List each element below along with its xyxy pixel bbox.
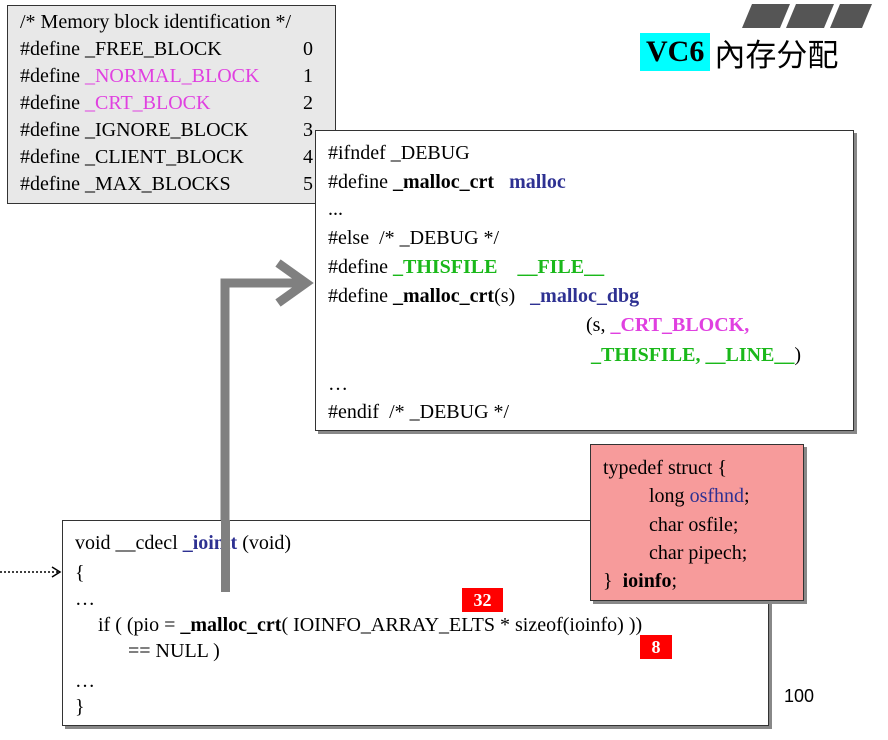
title-stripes-icon [742, 4, 872, 28]
badge-array-elts: 32 [462, 588, 503, 612]
title-cjk: 內存分配 [714, 37, 839, 74]
code-line: ... [328, 198, 343, 220]
code-line: == NULL ) [128, 640, 220, 662]
code-line: #define _THISFILE __FILE__ [328, 256, 605, 278]
code-line: … [328, 373, 348, 395]
define-row: #define _CLIENT_BLOCK [20, 146, 244, 168]
define-row: #define _MAX_BLOCKS [20, 173, 231, 195]
comment: /* Memory block identification */ [20, 11, 292, 33]
dotted-arrow-icon [0, 566, 62, 578]
define-row: #define _IGNORE_BLOCK [20, 119, 249, 141]
define-row: #define _CRT_BLOCK [20, 92, 211, 114]
code-line: } ioinfo; [603, 570, 678, 592]
code-line: #ifndef _DEBUG [328, 142, 470, 164]
define-row: #define _NORMAL_BLOCK [20, 65, 260, 87]
debug-macro-box: #ifndef _DEBUG #define _malloc_crt mallo… [315, 130, 854, 431]
code-line: void __cdecl _ioinit (void) [75, 532, 292, 554]
ioinfo-struct-box: typedef struct { long osfhnd; char osfil… [590, 444, 804, 601]
code-line: char osfile; [649, 514, 739, 536]
slide-title: VC6 內存分配 [640, 33, 838, 74]
define-value: 0 [303, 38, 313, 60]
code-line: { [75, 562, 85, 584]
define-value: 1 [303, 65, 313, 87]
code-line: (s, _CRT_BLOCK, [586, 314, 750, 336]
define-value: 4 [303, 146, 313, 168]
title-vc6: VC6 [640, 33, 711, 71]
gray-arrow-icon [220, 259, 314, 590]
define-value: 2 [303, 92, 313, 114]
code-line: #define _malloc_crt malloc [328, 171, 566, 193]
code-line: } [75, 696, 85, 718]
code-line: … [75, 588, 95, 610]
define-value: 5 [303, 173, 313, 195]
code-line: long osfhnd; [649, 485, 750, 507]
arrow-stem [221, 520, 230, 592]
page-number: 100 [784, 686, 815, 706]
define-row: #define _FREE_BLOCK [20, 38, 222, 60]
code-line: char pipech; [649, 542, 748, 564]
code-line: if ( (pio = _malloc_crt( IOINFO_ARRAY_EL… [98, 614, 643, 636]
badge-sizeof: 8 [640, 635, 672, 659]
code-line: #else /* _DEBUG */ [328, 227, 500, 249]
code-line: _THISFILE, __LINE__) [591, 344, 802, 366]
code-line: #define _malloc_crt(s) _malloc_dbg [328, 285, 640, 307]
block-id-box: /* Memory block identification */ #defin… [7, 5, 336, 204]
code-line: typedef struct { [603, 457, 728, 479]
define-value: 3 [303, 119, 313, 141]
code-line: … [75, 670, 95, 692]
code-line: #endif /* _DEBUG */ [328, 401, 510, 423]
